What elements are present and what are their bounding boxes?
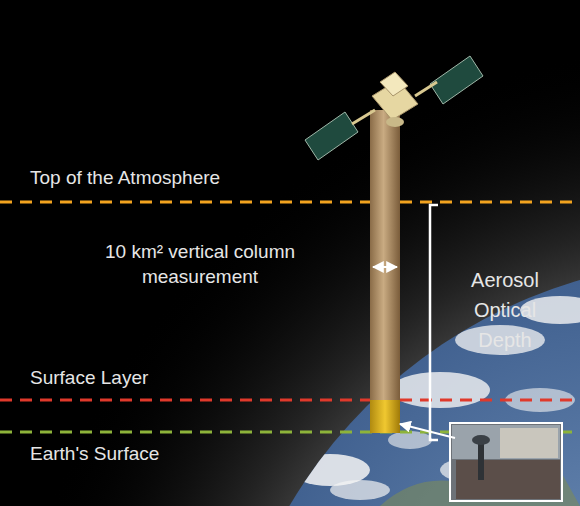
width-arrow xyxy=(373,266,397,268)
column-label: 10 km² vertical column measurement xyxy=(95,240,305,289)
photo-pointer xyxy=(400,424,455,438)
ground-photo xyxy=(450,423,562,501)
surface-layer-label: Surface Layer xyxy=(30,366,330,391)
aod-label: Aerosol Optical Depth xyxy=(450,265,560,355)
measurement-column xyxy=(370,110,400,402)
clouds xyxy=(290,296,580,506)
column-base xyxy=(370,400,400,433)
atmosphere-glow xyxy=(0,40,580,506)
depth-bracket xyxy=(430,205,438,440)
earth-surface-label: Earth's Surface xyxy=(30,442,330,467)
surface-layer-line xyxy=(0,399,580,402)
atmosphere-label: Top of the Atmosphere xyxy=(30,166,360,191)
satellite xyxy=(305,56,483,160)
atmosphere-top-line xyxy=(0,201,580,204)
